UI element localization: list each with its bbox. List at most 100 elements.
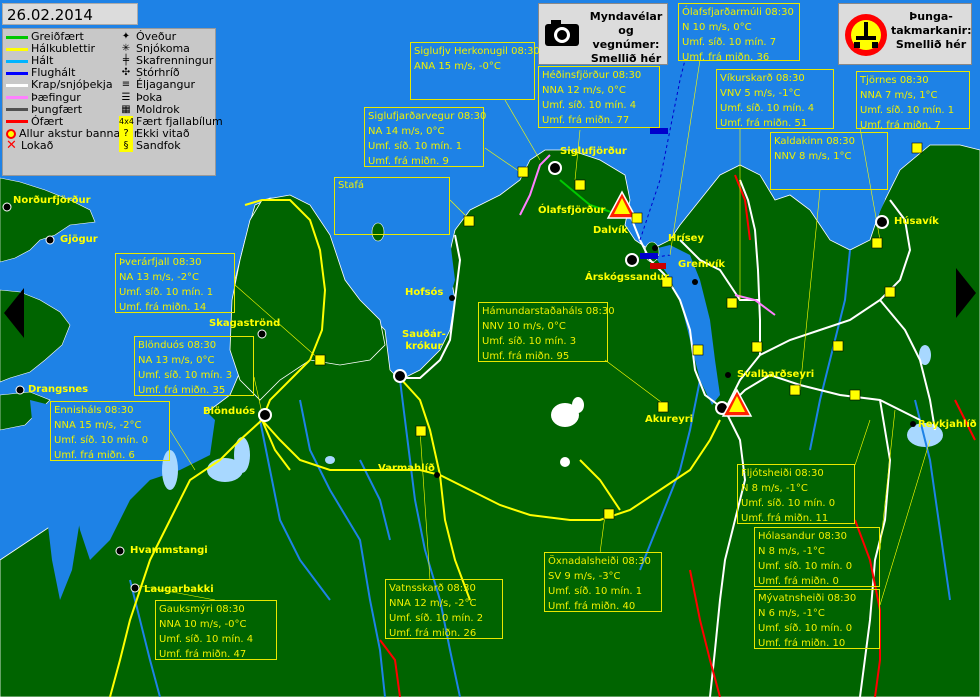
legend-road-item: Ófært [6, 115, 118, 128]
legend-road-item: Greiðfært [6, 31, 118, 43]
road-color-swatch [6, 120, 28, 124]
weight-restrictions-button[interactable]: Þunga- takmarkanir: Smellið hér [838, 3, 972, 65]
road-pink [734, 294, 776, 316]
legend-road-label: Þæfingur [31, 90, 81, 104]
lake [207, 458, 243, 482]
snow-showers-icon [631, 212, 643, 224]
station-wind-temp: N 6 m/s, -1°C [758, 608, 825, 619]
weight-restrictions-label: Þunga- takmarkanir: Smellið hér [891, 10, 971, 52]
station-name-time: Tjörnes 08:30 [860, 75, 929, 86]
legend-symbol-label: Éljagangur [136, 78, 195, 92]
snow-showers-icon [726, 297, 738, 309]
town-dot [45, 235, 55, 245]
ferries [640, 128, 668, 269]
place-hofsos: Hofsós [405, 287, 444, 298]
road-white [629, 214, 726, 411]
road-red [734, 174, 751, 241]
place-arskogssandur: Árskógssandur [585, 272, 670, 283]
place-siglufjordur: Siglufjörður [560, 146, 627, 157]
station-name-time: Kaldakinn 08:30 [774, 136, 856, 147]
sandstorm-icon: ▦ [121, 103, 131, 115]
station-traffic: Umf. frá miðn. 36 [682, 52, 770, 63]
legend-symbol-label: Skafrenningur [136, 54, 214, 68]
station-traffic: Umf. frá miðn. 51 [720, 118, 808, 129]
ferry-icon [640, 253, 658, 259]
drifting-snow-icon [751, 341, 763, 353]
roadwork-warning-icon-inner [729, 396, 745, 412]
station-wind-temp: NNV 10 m/s, 0°C [482, 321, 566, 332]
road-white [724, 199, 912, 411]
station-wind-temp: N 10 m/s, 0°C [682, 22, 752, 33]
weight-label-line3: Smellið hér [895, 38, 967, 51]
town-circle [548, 161, 562, 175]
legend-symbol-label: Óveður [136, 30, 177, 44]
road-green [559, 179, 621, 216]
station-name-time: Hámundarstaðaháls 08:30 [482, 306, 615, 317]
legend-symbol-item: ╪Skafrenningur [119, 55, 215, 67]
road-white [739, 179, 761, 355]
legend-road-label: Þungfært [31, 102, 83, 116]
station-wind-temp: NA 13 m/s, 0°C [138, 355, 215, 366]
weight-label-line1: Þunga- [909, 10, 953, 23]
cameras-label: Myndavélar og vegnúmer: Smellið hér [585, 10, 667, 66]
road-yellow [439, 419, 721, 521]
drifting-snow-icon [603, 508, 615, 520]
town-dot [2, 202, 12, 212]
legend-symbol-item: ≡Éljagangur [119, 79, 215, 91]
place-husavik: Húsavík [894, 216, 939, 227]
legend-symbol-label: Ekki vitað [136, 126, 190, 140]
cameras-label-line3: Smellið hér [590, 52, 662, 65]
westfjords-land [0, 177, 96, 263]
station-name-time: Blönduós 08:30 [138, 340, 217, 351]
station-traffic: Umf. frá miðn. 26 [389, 628, 477, 639]
legend-symbol-label: Stórhríð [136, 66, 180, 80]
road-yellow [261, 419, 441, 476]
town-dot [725, 372, 731, 378]
station-traffic: Umf. frá miðn. 77 [542, 115, 630, 126]
cameras-button[interactable]: Myndavélar og vegnúmer: Smellið hér [538, 3, 668, 65]
legend-symbol-label: Snjókoma [136, 42, 190, 56]
ferry-icon [650, 128, 668, 134]
station-wind-temp: N 8 m/s, -1°C [758, 546, 825, 557]
station-traffic: Umf. frá miðn. 14 [119, 302, 207, 313]
glacier [551, 403, 579, 427]
pan-right-arrow[interactable] [956, 268, 976, 318]
place-saudarkrokur: Sauðár- krókur [402, 329, 446, 352]
pan-left-arrow[interactable] [4, 288, 24, 338]
station-traffic: Umf. frá miðn. 10 [758, 638, 846, 649]
lake [234, 437, 250, 473]
cameras-label-line2: og vegnúmer: [592, 24, 660, 51]
station-traffic: Umf. frá miðn. 35 [138, 385, 226, 396]
town-circle [393, 369, 407, 383]
station-wind-temp: VNV 5 m/s, -1°C [720, 88, 801, 99]
place-grenivik: Grenivík [678, 259, 726, 270]
road-pink [519, 154, 551, 216]
station-traffic: Umf. síð. 10 mín. 4 [720, 103, 815, 114]
road-color-swatch [6, 71, 28, 75]
camera-icon [545, 20, 579, 46]
station-traffic: Umf. síð. 10 mín. 0 [741, 498, 836, 509]
rivers [129, 249, 951, 697]
station-stafa[interactable]: Stafá [334, 177, 450, 235]
town-dot [115, 546, 125, 556]
road-white [879, 299, 936, 431]
